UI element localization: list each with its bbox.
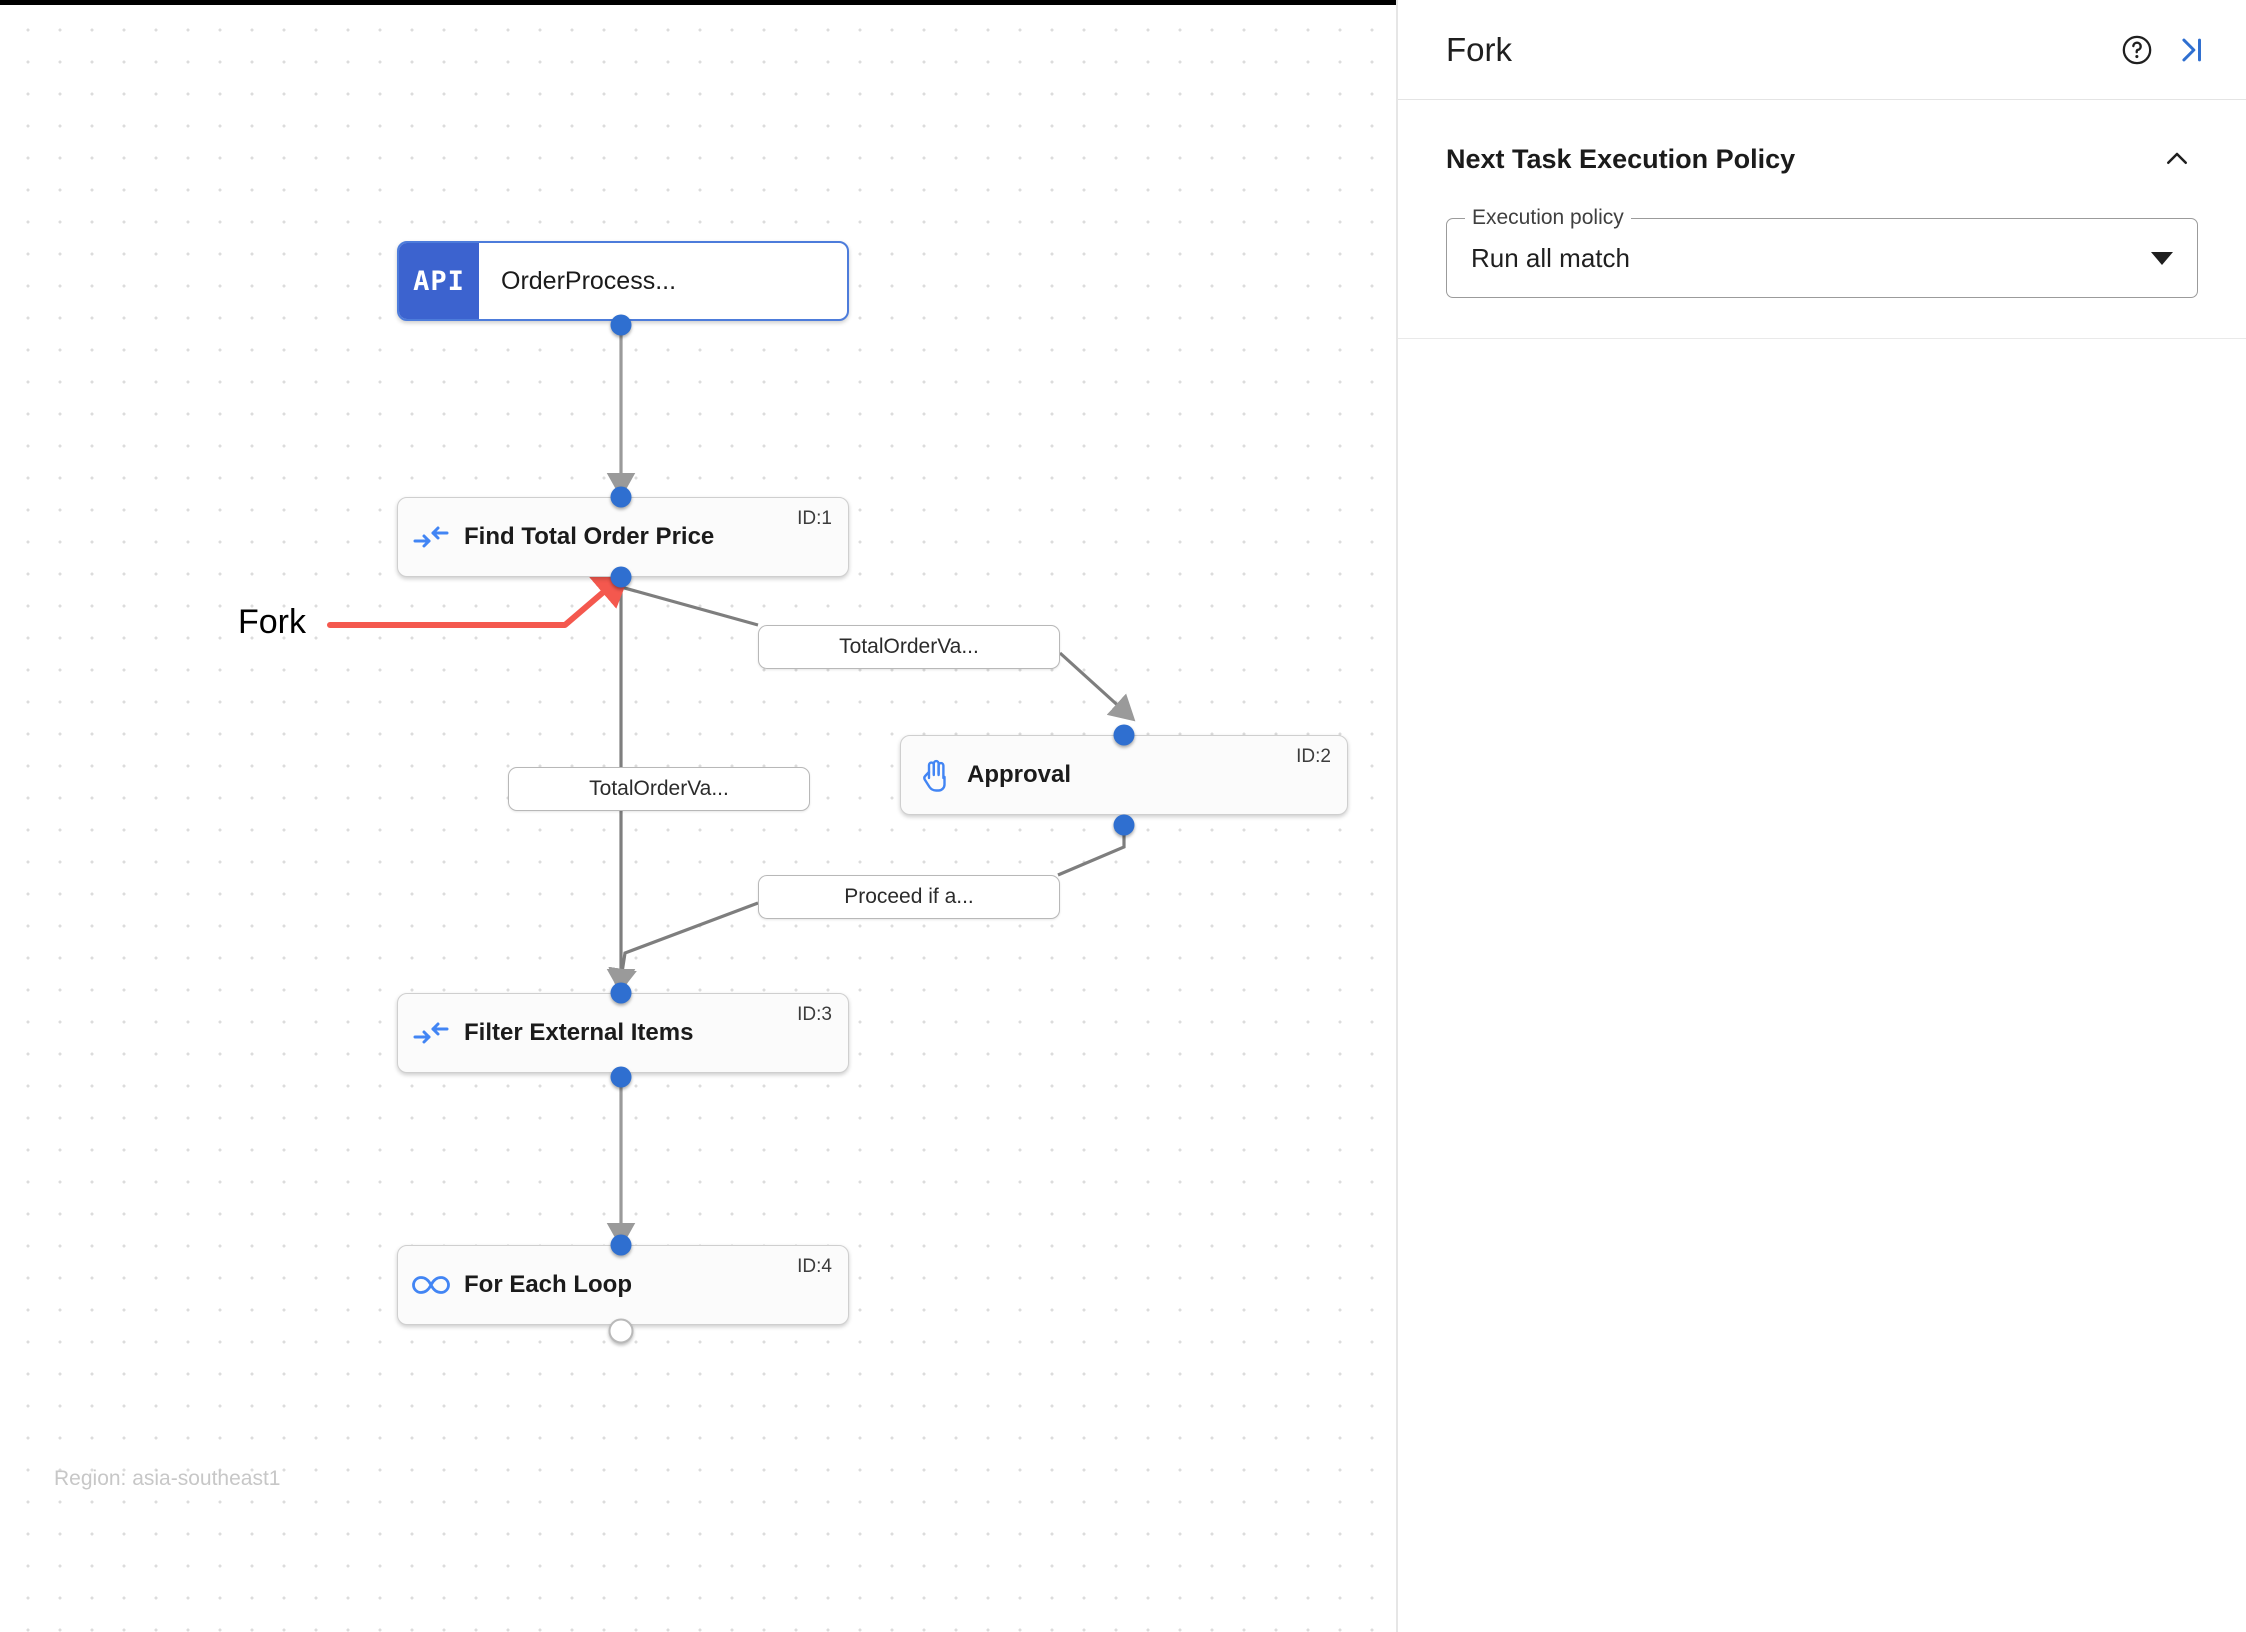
edge-label-proceed[interactable]: Proceed if a... bbox=[758, 875, 1060, 919]
section-header[interactable]: Next Task Execution Policy bbox=[1446, 138, 2198, 180]
node-title: Approval bbox=[967, 761, 1072, 788]
connector-dot-approval-in[interactable] bbox=[1113, 724, 1135, 746]
workflow-canvas[interactable]: Fork API OrderProcess... Fin bbox=[0, 5, 1396, 1632]
node-approval[interactable]: Approval ID:2 bbox=[900, 735, 1348, 815]
connector-dot-approval-out[interactable] bbox=[1113, 814, 1135, 836]
node-find-total-order-price[interactable]: Find Total Order Price ID:1 bbox=[397, 497, 849, 577]
top-strip bbox=[0, 0, 1396, 5]
edge-label-direct-branch[interactable]: TotalOrderVa... bbox=[508, 767, 810, 811]
node-id-label: ID:2 bbox=[1296, 746, 1331, 767]
infinity-icon bbox=[398, 1273, 464, 1297]
api-badge-icon: API bbox=[399, 243, 479, 319]
connector-dot-loop-in[interactable] bbox=[610, 1234, 632, 1256]
section-title: Next Task Execution Policy bbox=[1446, 143, 1796, 174]
merge-arrows-icon bbox=[398, 524, 464, 550]
help-circle-icon[interactable] bbox=[2110, 23, 2164, 77]
execution-policy-value: Run all match bbox=[1471, 242, 1630, 273]
canvas-panel-divider bbox=[1396, 0, 1398, 1632]
panel-header: Fork bbox=[1398, 0, 2246, 100]
node-title: OrderProcess... bbox=[501, 266, 677, 295]
connector-dot-task3-out[interactable] bbox=[610, 1066, 632, 1088]
execution-policy-label: Execution policy bbox=[1465, 205, 1631, 231]
node-id-label: ID:4 bbox=[797, 1256, 832, 1277]
next-task-execution-policy-section: Next Task Execution Policy Execution pol… bbox=[1398, 100, 2246, 339]
connector-dot-task1-fork-out[interactable] bbox=[610, 566, 632, 588]
merge-arrows-icon bbox=[398, 1020, 464, 1046]
connector-dot-task1-in[interactable] bbox=[610, 486, 632, 508]
collapse-panel-icon[interactable] bbox=[2164, 23, 2218, 77]
node-filter-external-items[interactable]: Filter External Items ID:3 bbox=[397, 993, 849, 1073]
node-id-label: ID:1 bbox=[797, 508, 832, 529]
node-title: For Each Loop bbox=[464, 1271, 632, 1298]
chevron-up-icon[interactable] bbox=[2156, 138, 2198, 180]
node-title: Find Total Order Price bbox=[464, 523, 715, 550]
node-id-label: ID:3 bbox=[797, 1004, 832, 1025]
execution-policy-select[interactable]: Execution policy Run all match bbox=[1446, 205, 2198, 298]
node-order-process[interactable]: API OrderProcess... bbox=[397, 241, 849, 321]
fork-annotation-label: Fork bbox=[238, 603, 306, 641]
chevron-down-icon[interactable] bbox=[2151, 251, 2173, 265]
region-label: Region: asia-southeast1 bbox=[54, 1467, 281, 1490]
node-for-each-loop[interactable]: For Each Loop ID:4 bbox=[397, 1245, 849, 1325]
connector-dot-loop-out[interactable] bbox=[608, 1318, 634, 1344]
fork-config-panel: Fork Next Task Execution Policy bbox=[1398, 0, 2246, 1632]
connector-dot-task3-in[interactable] bbox=[610, 982, 632, 1004]
panel-title: Fork bbox=[1446, 30, 1512, 68]
connector-dot-api-out[interactable] bbox=[610, 314, 632, 336]
hand-icon bbox=[901, 758, 967, 792]
node-title: Filter External Items bbox=[464, 1019, 694, 1046]
edge-label-to-approval[interactable]: TotalOrderVa... bbox=[758, 625, 1060, 669]
